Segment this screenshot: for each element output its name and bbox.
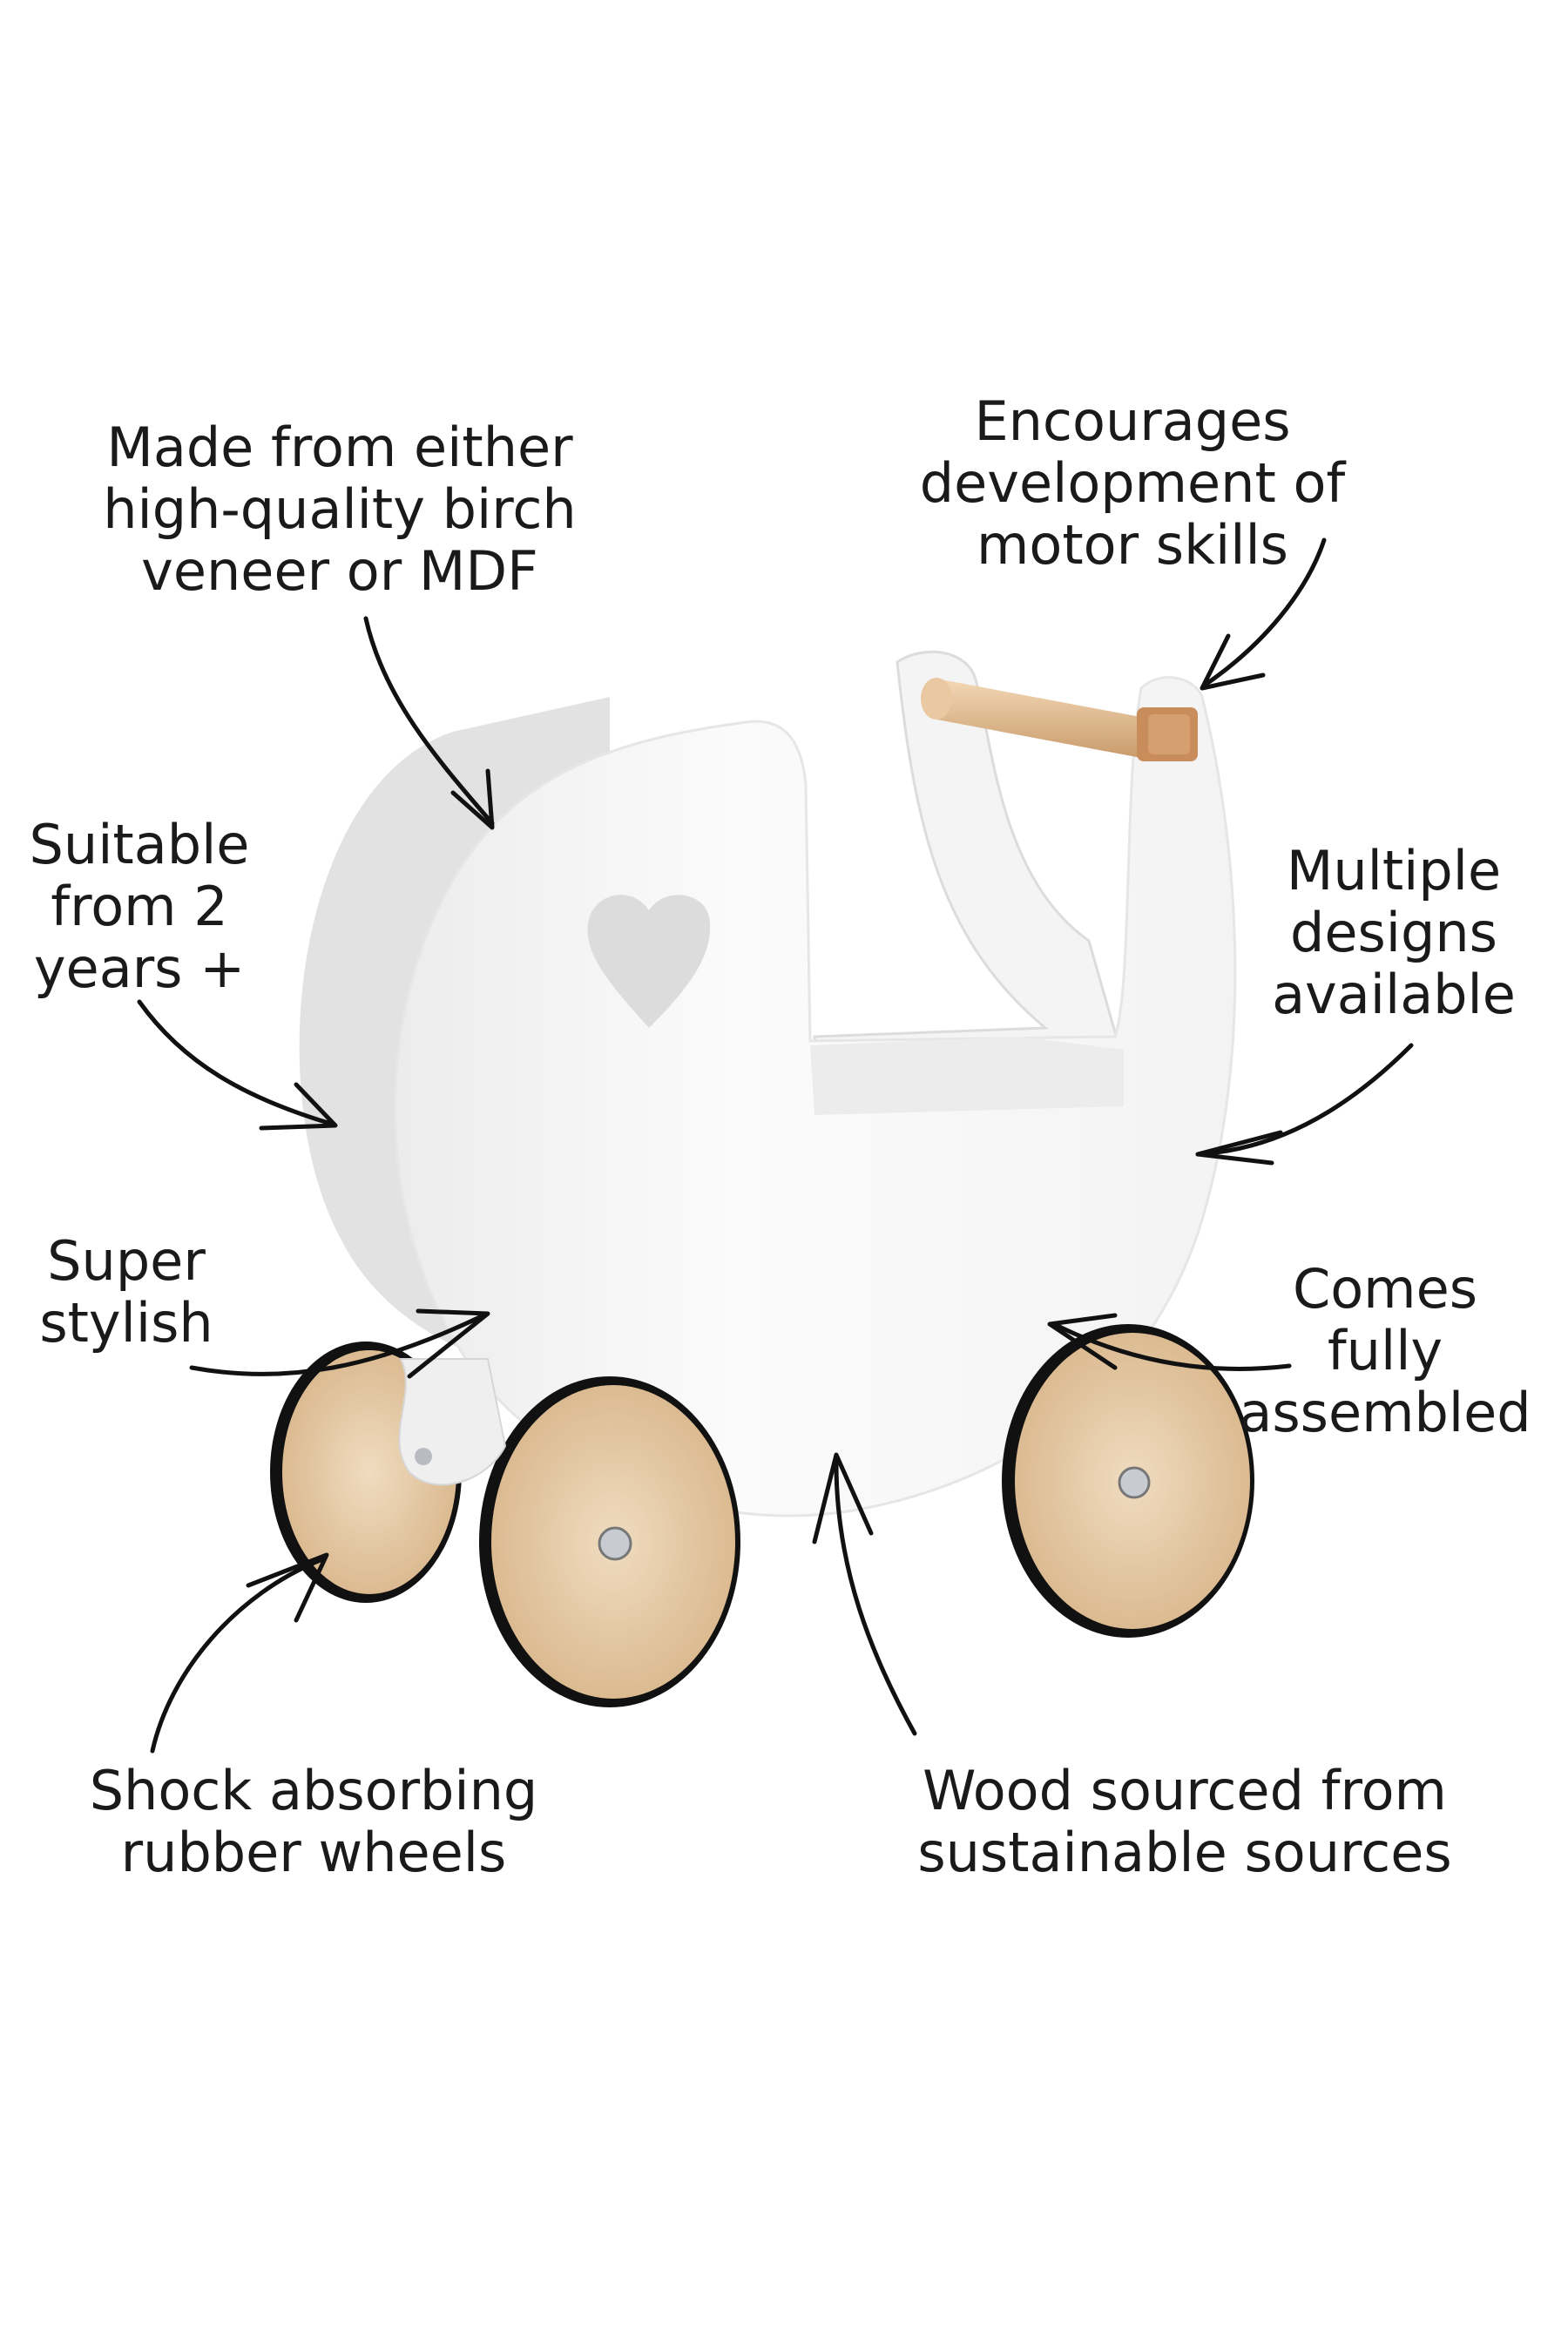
arrow-icon: [834, 1461, 917, 1736]
feature-motor-line-1: Encourages: [974, 389, 1291, 453]
heart-cutout-icon: [587, 895, 711, 1028]
arrow-icon: [189, 1313, 486, 1376]
feature-wheels-line-2: rubber wheels: [120, 1821, 507, 1884]
feature-assembled: Comes fully assembled: [1202, 1258, 1568, 1443]
feature-designs-line-1: Multiple: [1286, 839, 1502, 902]
feature-assembled-line-3: assembled: [1239, 1381, 1531, 1444]
feature-wood-line-1: Wood sourced from: [923, 1759, 1447, 1822]
feature-style-line-2: stylish: [39, 1291, 213, 1355]
arrow-icon: [1051, 1321, 1292, 1371]
feature-age-line-3: years +: [33, 936, 246, 1000]
pram-seat-opening: [810, 1037, 1124, 1115]
feature-motor-line-2: development of: [919, 451, 1346, 515]
feature-style-line-1: Super: [47, 1229, 206, 1293]
feature-material-line-1: Made from either: [106, 416, 573, 479]
axle-bracket: [398, 1358, 507, 1486]
arrow-icon: [150, 1557, 325, 1754]
wooden-handle: [921, 678, 1198, 761]
feature-wheels: Shock absorbing rubber wheels: [35, 1760, 592, 1883]
feature-wheels-line-1: Shock absorbing: [89, 1759, 538, 1822]
feature-assembled-line-2: fully: [1327, 1319, 1443, 1382]
feature-age-line-2: from 2: [51, 875, 228, 938]
feature-motor-line-3: motor skills: [977, 513, 1288, 577]
feature-material-line-3: veneer or MDF: [141, 539, 538, 603]
arrow-icon: [1195, 1043, 1414, 1157]
front-left-wheel: [479, 1376, 740, 1707]
feature-age-line-1: Suitable: [29, 813, 250, 876]
feature-wood: Wood sourced from sustainable sources: [871, 1760, 1498, 1883]
arrow-icon: [1204, 537, 1327, 686]
annotation-arrows: [137, 537, 1414, 1754]
handle-arm: [813, 650, 1125, 1073]
arrow-icon: [363, 616, 495, 826]
feature-style: Super stylish: [9, 1230, 244, 1354]
feature-motor-skills: Encourages development of motor skills: [871, 390, 1394, 576]
arrow-icon: [137, 999, 334, 1126]
feature-material-line-2: high-quality birch: [103, 477, 577, 541]
feature-designs-line-3: available: [1272, 963, 1516, 1026]
front-right-wheel: [1002, 1324, 1254, 1638]
feature-age: Suitable from 2 years +: [0, 814, 279, 999]
feature-designs: Multiple designs available: [1237, 840, 1551, 1025]
feature-wood-line-2: sustainable sources: [917, 1821, 1452, 1884]
feature-material: Made from either high-quality birch vene…: [52, 416, 627, 602]
feature-designs-line-2: designs: [1290, 901, 1497, 964]
feature-assembled-line-1: Comes: [1292, 1257, 1478, 1321]
